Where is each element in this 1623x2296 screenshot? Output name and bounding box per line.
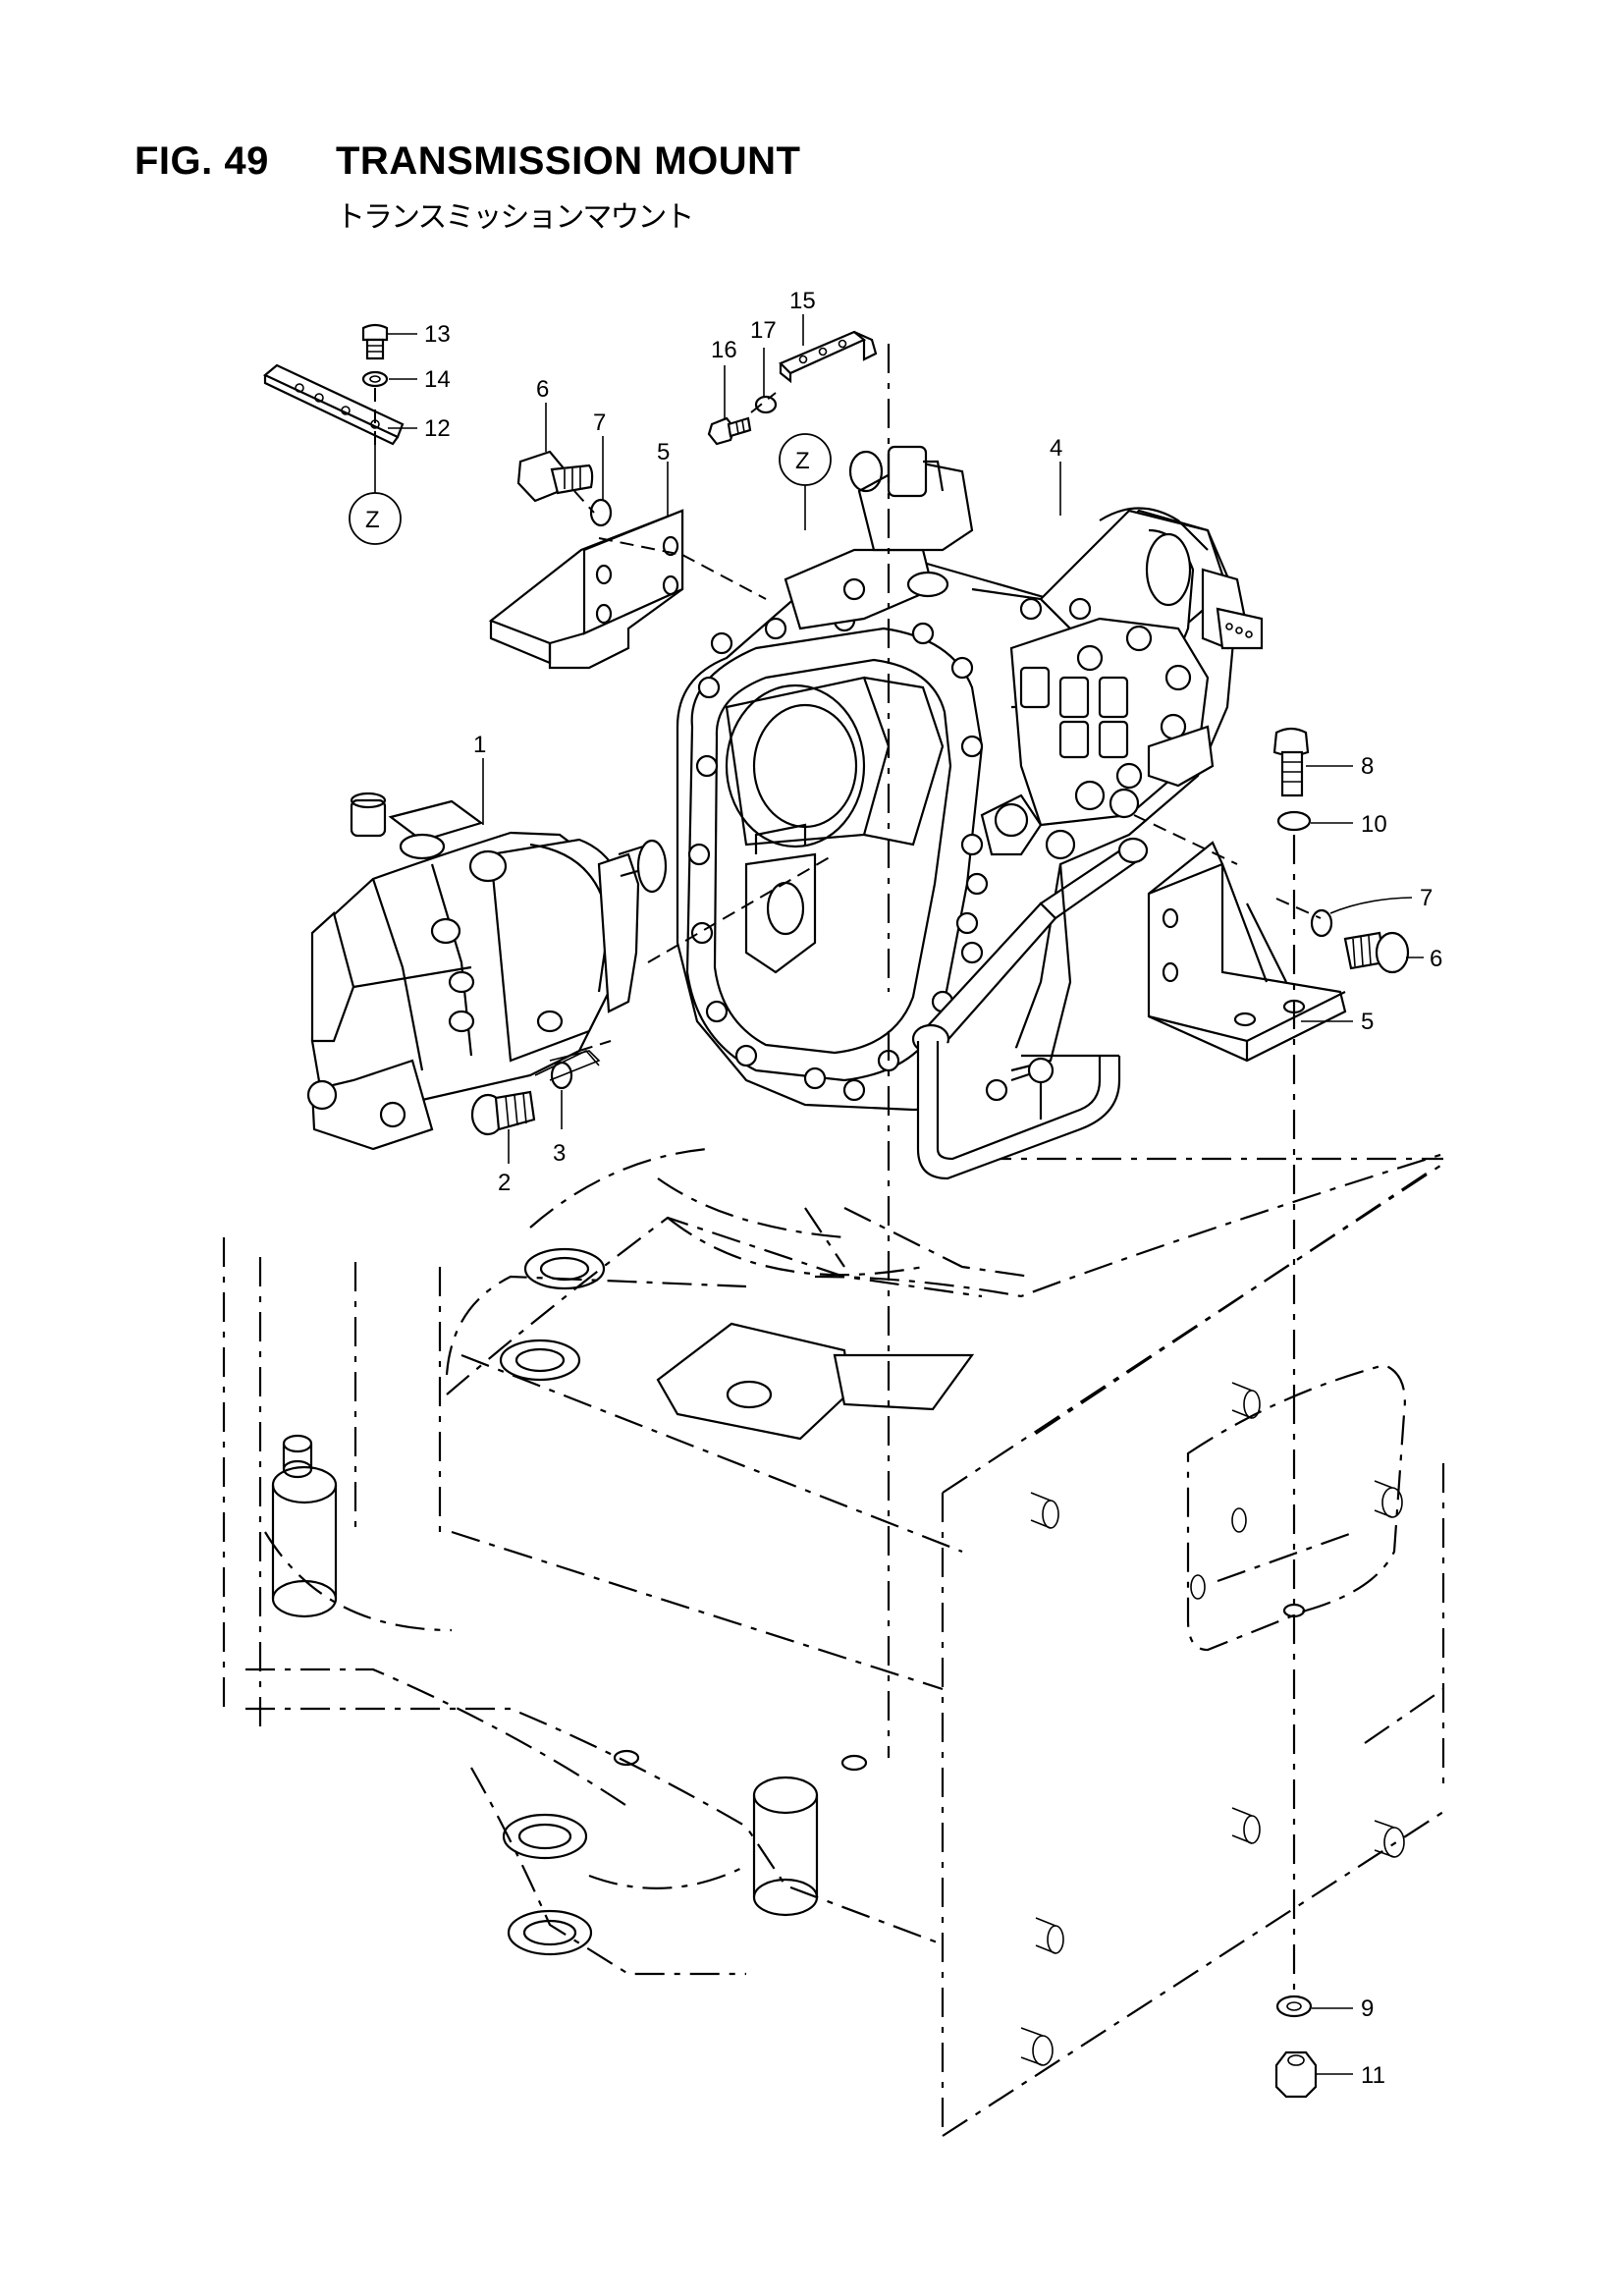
bolt-icon: [1272, 727, 1310, 797]
washer-icon: [1310, 908, 1333, 938]
callout-13: 13: [424, 321, 451, 348]
callout-8: 8: [1361, 753, 1374, 780]
callout-7-right: 7: [1420, 885, 1433, 911]
callout-4: 4: [1050, 435, 1062, 462]
figure-number: FIG. 49: [135, 139, 269, 183]
bolt-icon: [470, 1090, 536, 1136]
figure-subtitle: トランスミッションマウント: [336, 200, 694, 235]
svg-text:Z: Z: [795, 448, 810, 474]
bolt-icon: [361, 323, 389, 360]
bolt-icon: [1343, 931, 1410, 974]
callout-2: 2: [498, 1170, 511, 1196]
callouts: 1 2 3 4 5 5 6 6 7 7: [387, 288, 1442, 2089]
bolt-icon: [516, 450, 594, 503]
callout-11: 11: [1361, 2062, 1385, 2089]
callout-5-right: 5: [1361, 1009, 1374, 1035]
callout-16: 16: [711, 337, 737, 363]
callout-17: 17: [750, 317, 777, 344]
callout-9: 9: [1361, 1995, 1374, 2022]
callout-5-top: 5: [657, 439, 670, 465]
washer-icon: [1276, 810, 1312, 832]
svg-text:Z: Z: [365, 507, 380, 533]
washer-icon: [754, 395, 778, 414]
callout-1: 1: [473, 732, 486, 758]
detail-z-marker-left: Z: [349, 444, 402, 545]
nut-icon: [1274, 2050, 1318, 2099]
hydraulic-motor-icon: [306, 792, 668, 1151]
clamp-plate-icon: [779, 330, 878, 384]
assembly-lines: [374, 344, 1322, 1994]
washer-icon: [361, 370, 389, 388]
figure-title: TRANSMISSION MOUNT: [336, 139, 801, 183]
callout-3: 3: [553, 1140, 566, 1167]
washer-icon: [1275, 1995, 1313, 2018]
callout-15: 15: [789, 288, 816, 314]
bolt-icon: [707, 416, 752, 446]
callout-6-right: 6: [1430, 946, 1442, 972]
callout-7-top: 7: [593, 410, 606, 436]
detail-z-marker-right: Z: [779, 433, 832, 530]
transmission-icon: [676, 445, 1264, 1180]
chassis-frame-icon: [222, 1147, 1445, 2137]
mount-bracket-left: [488, 509, 684, 670]
mount-bracket-right: [1147, 841, 1347, 1063]
callout-12: 12: [424, 415, 451, 442]
washer-icon: [589, 498, 613, 527]
callout-6-top: 6: [536, 376, 549, 403]
callout-10: 10: [1361, 811, 1387, 838]
callout-14: 14: [424, 366, 451, 393]
